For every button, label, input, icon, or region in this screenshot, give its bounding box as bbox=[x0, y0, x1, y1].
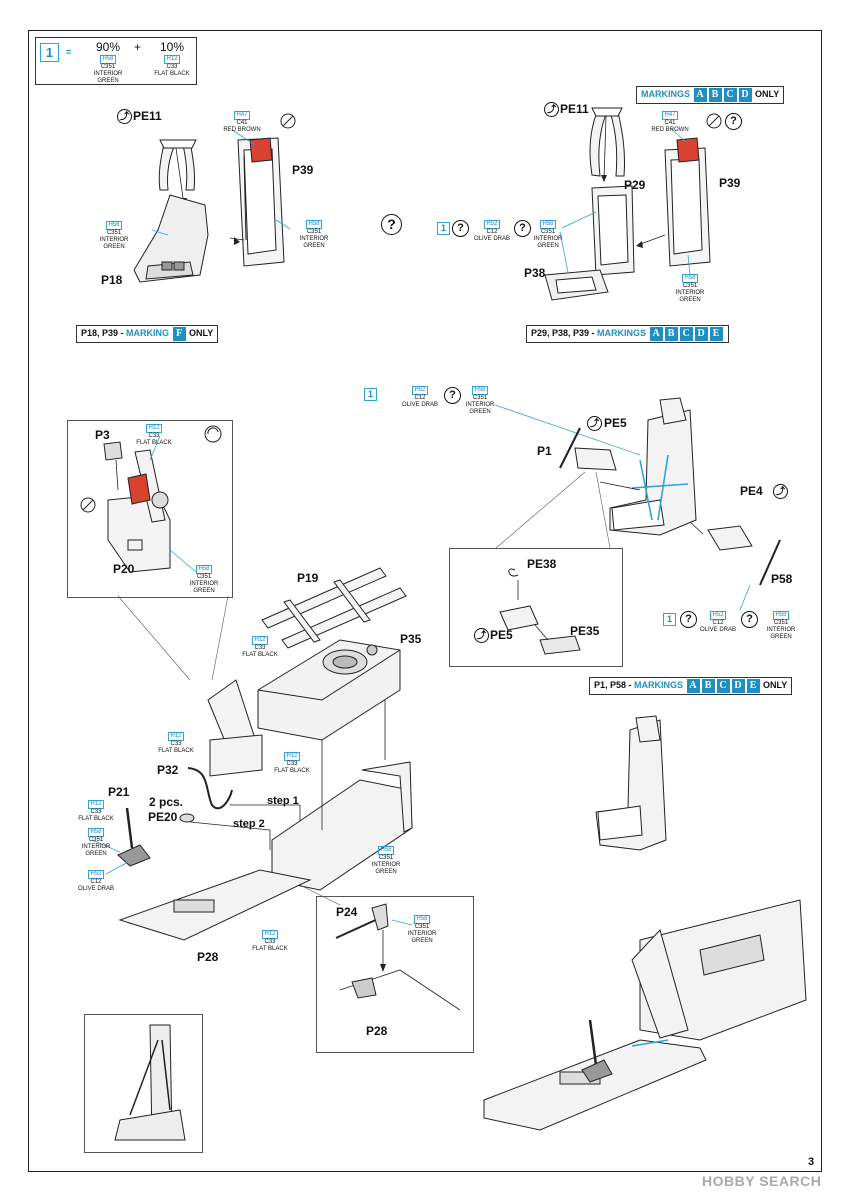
part-label-p35: P35 bbox=[400, 632, 422, 646]
part-label-p58: P58 bbox=[771, 572, 793, 586]
flip-icon-pe4: ⤴ bbox=[773, 484, 788, 499]
part-label-pe5: PE5 bbox=[604, 416, 627, 430]
part-label-p20: P20 bbox=[113, 562, 135, 576]
part-label-p32: P32 bbox=[157, 763, 179, 777]
part-label-p21: P21 bbox=[108, 785, 130, 799]
question-icon-p39-right: ? bbox=[725, 113, 742, 130]
part-label-p1: P1 bbox=[537, 444, 552, 458]
question-icon-p58-a: ? bbox=[680, 611, 697, 628]
part-label-p3: P3 bbox=[95, 428, 110, 442]
part-label-p18: P18 bbox=[101, 273, 123, 287]
page-number: 3 bbox=[808, 1156, 815, 1168]
page-frame bbox=[28, 30, 822, 1172]
part-label-p19: P19 bbox=[297, 571, 319, 585]
step1-label: step 1 bbox=[267, 795, 299, 807]
part-label-pe35: PE35 bbox=[570, 624, 600, 638]
inset-pe38 bbox=[449, 548, 623, 667]
question-icon-p29-b: ? bbox=[514, 220, 531, 237]
flip-icon-pe5-inset: ⤴ bbox=[474, 628, 489, 643]
flip-icon-pe11-left: ⤴ bbox=[117, 109, 132, 124]
question-icon-p29-a: ? bbox=[452, 220, 469, 237]
part-label-p38: P38 bbox=[524, 266, 546, 280]
part-label-pe11-right: PE11 bbox=[560, 102, 589, 116]
inset-p3-p20 bbox=[67, 420, 233, 598]
part-label-pe4: PE4 bbox=[740, 484, 763, 498]
legend-pct-b: 10% bbox=[160, 40, 185, 54]
part-label-p29: P29 bbox=[624, 178, 646, 192]
flip-icon-pe11-right: ⤴ bbox=[544, 102, 559, 117]
legend-equals: = bbox=[66, 47, 72, 57]
marking-letter: F bbox=[172, 327, 186, 341]
legend-pct-a: 90% bbox=[96, 40, 121, 54]
part-label-pe11-left: PE11 bbox=[133, 109, 162, 123]
part-label-p28-main: P28 bbox=[197, 950, 219, 964]
part-label-p39-right: P39 bbox=[719, 176, 741, 190]
part-label-pe20: PE20 bbox=[148, 810, 178, 824]
part-label-pe38: PE38 bbox=[527, 557, 557, 571]
mix-key-box-p58: 1 bbox=[663, 613, 676, 626]
flip-icon-pe5: ⤴ bbox=[587, 416, 602, 431]
part-label-p39-left: P39 bbox=[292, 163, 314, 177]
banner-p18-p39: P18, P39 - MARKING F ONLY bbox=[76, 325, 219, 343]
legend-key-box: 1 bbox=[40, 43, 59, 62]
inset-side-view bbox=[84, 1014, 203, 1153]
question-icon-mid: ? bbox=[381, 214, 402, 235]
question-icon-p58-b: ? bbox=[741, 611, 758, 628]
step2-label: step 2 bbox=[233, 818, 265, 830]
inset-p24 bbox=[316, 896, 474, 1053]
part-label-p28-inset: P28 bbox=[366, 1024, 388, 1038]
watermark: HOBBY SEARCH bbox=[702, 1173, 822, 1189]
part-label-pe5-inset: PE5 bbox=[490, 628, 513, 642]
part-label-two-pcs: 2 pcs. bbox=[149, 795, 184, 809]
question-icon-harness: ? bbox=[444, 387, 461, 404]
mix-key-box-harness: 1 bbox=[364, 388, 377, 401]
part-label-p24: P24 bbox=[336, 905, 358, 919]
legend-plus: + bbox=[134, 40, 142, 54]
mix-key-box-p29: 1 bbox=[437, 222, 450, 235]
